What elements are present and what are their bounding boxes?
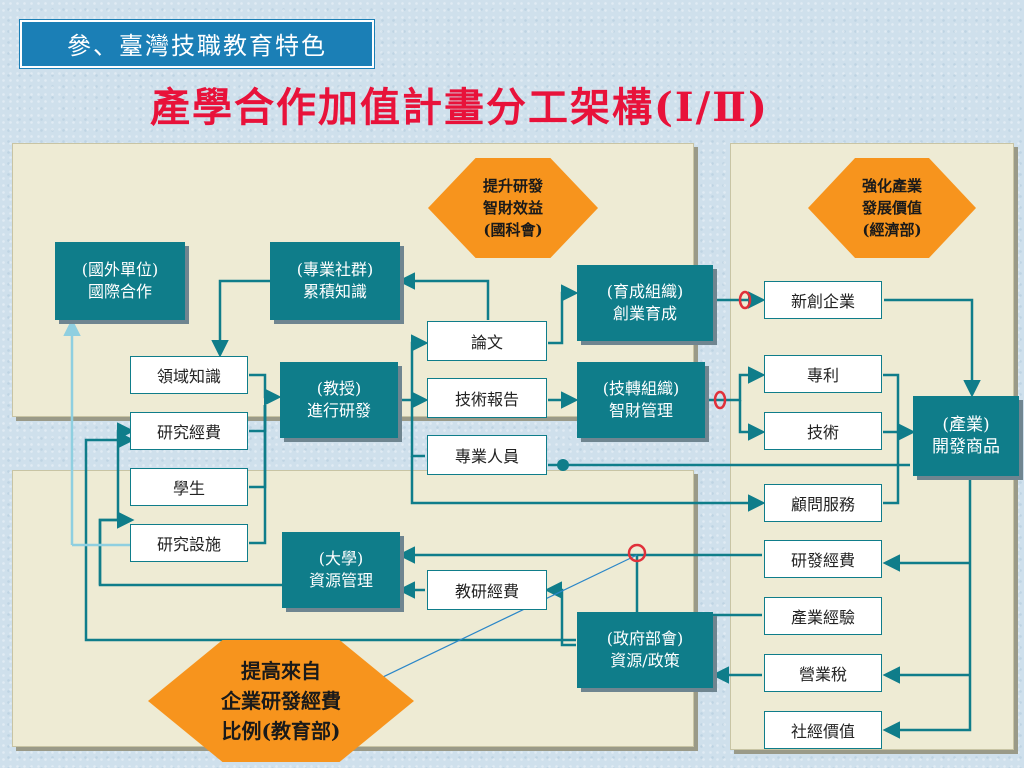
node-business-tax: 營業稅 <box>764 654 882 692</box>
node-industry-experience: 產業經驗 <box>764 597 882 635</box>
node-foreign: (國外單位) 國際合作 <box>55 242 185 320</box>
node-social-value: 社經價值 <box>764 711 882 749</box>
node-students: 學生 <box>130 468 248 506</box>
node-tech-transfer: (技轉組織) 智財管理 <box>577 362 705 438</box>
node-professor: (教授) 進行研發 <box>280 362 398 438</box>
node-startup: 新創企業 <box>764 281 882 319</box>
node-rd-funds: 研發經費 <box>764 540 882 578</box>
node-tech-report: 技術報告 <box>427 378 547 418</box>
node-community: (專業社群) 累積知識 <box>270 242 400 320</box>
node-paper: 論文 <box>427 321 547 361</box>
node-consulting: 顧問服務 <box>764 484 882 522</box>
node-teaching-funds: 教研經費 <box>427 570 547 610</box>
node-domain-knowledge: 領域知識 <box>130 356 248 394</box>
node-incubation: (育成組織) 創業育成 <box>577 265 713 341</box>
node-research-funds: 研究經費 <box>130 412 248 450</box>
page-title: 產學合作加值計畫分工架構(Ⅰ/Ⅱ) <box>150 84 769 131</box>
node-industry: (產業) 開發商品 <box>913 396 1019 476</box>
node-research-facilities: 研究設施 <box>130 524 248 562</box>
node-government: (政府部會) 資源/政策 <box>577 612 713 688</box>
node-technology: 技術 <box>764 412 882 450</box>
section-tag: 參、臺灣技職教育特色 <box>20 20 374 68</box>
node-university: (大學) 資源管理 <box>282 532 400 608</box>
node-patent: 專利 <box>764 355 882 393</box>
node-professionals: 專業人員 <box>427 435 547 475</box>
